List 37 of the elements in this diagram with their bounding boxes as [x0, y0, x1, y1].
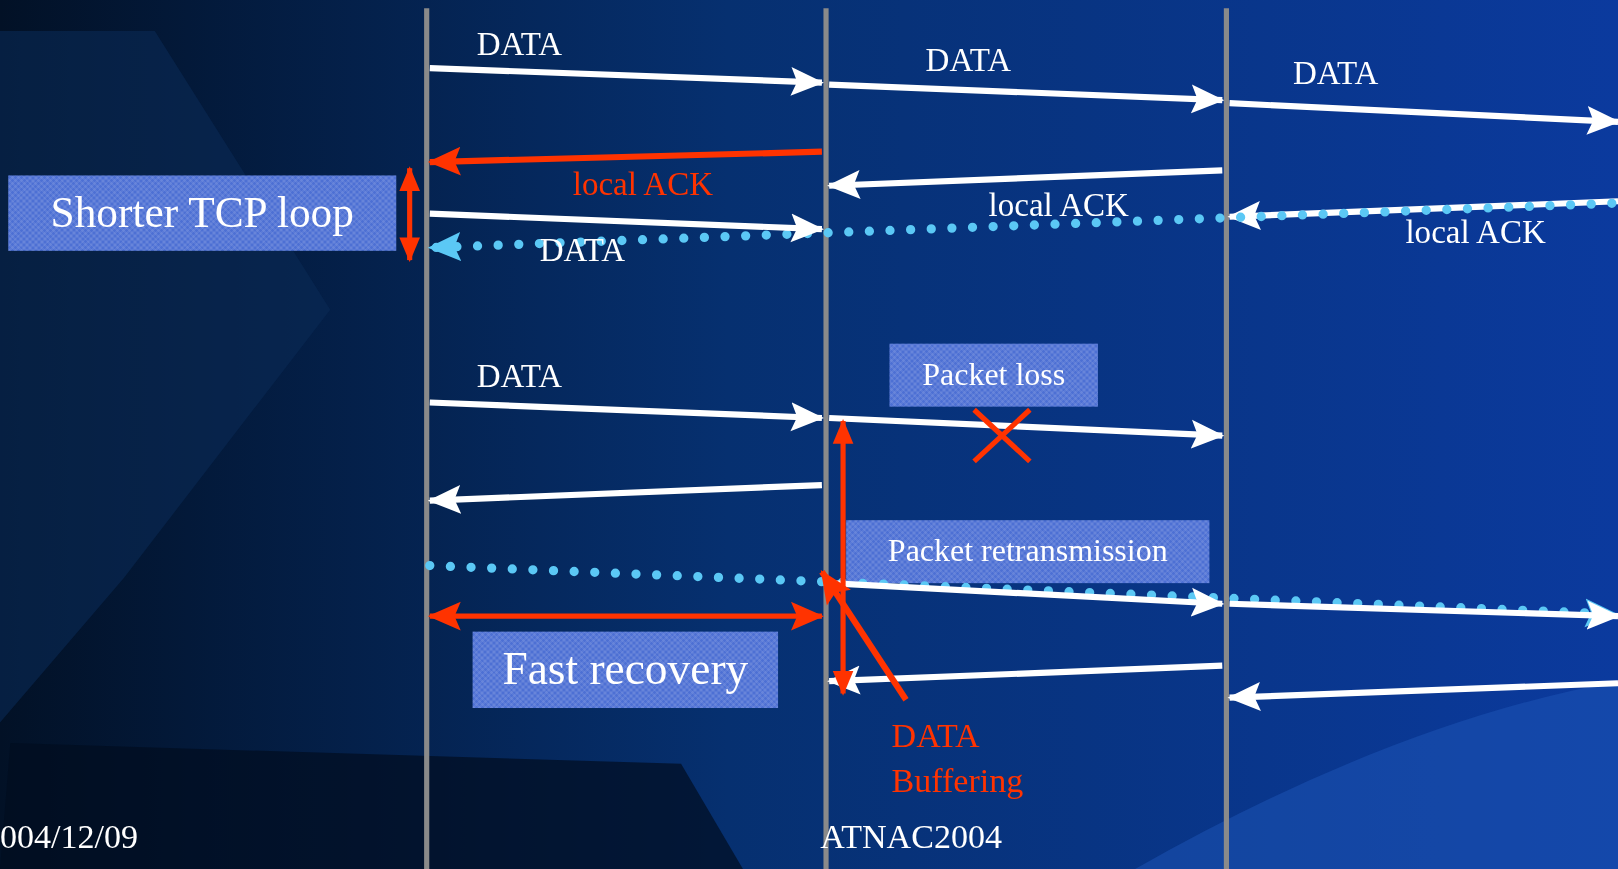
message-arrow — [429, 65, 824, 96]
label-box — [846, 520, 1210, 584]
message-arrow — [827, 662, 1223, 695]
message-arrow — [429, 210, 824, 243]
edge-label: DATA — [476, 26, 563, 60]
annotation-text: DATA Buffering — [891, 716, 1025, 801]
label-box — [472, 631, 779, 708]
label-box — [889, 343, 1098, 407]
footer-text: ATNAC2004 — [820, 820, 1002, 855]
message-arrow — [427, 482, 823, 514]
leader-arrow — [819, 570, 909, 702]
box-label: Shorter TCP loop — [50, 188, 354, 239]
edge-label: local ACK — [1405, 214, 1546, 248]
edge-label: DATA — [1292, 55, 1379, 89]
footer-text: 004/12/09 — [0, 820, 139, 855]
message-arrow — [829, 81, 1225, 114]
message-arrow — [429, 399, 824, 432]
message-arrow — [425, 198, 1617, 261]
lifeline — [1223, 8, 1229, 869]
box-label: Fast recovery — [502, 643, 749, 697]
message-arrow — [427, 601, 824, 631]
edge-label: DATA — [925, 43, 1011, 77]
edge-label: local ACK — [988, 187, 1129, 221]
message-arrow — [1229, 100, 1618, 135]
lifeline — [423, 8, 429, 869]
edge-label: DATA — [476, 359, 563, 393]
label-box — [8, 175, 397, 251]
box-label: Packet retransmission — [887, 531, 1168, 572]
edge-label: DATA — [539, 233, 626, 267]
message-arrow — [1229, 600, 1618, 630]
message-arrow — [829, 414, 1225, 449]
edge-label: local ACK — [572, 167, 714, 201]
message-arrow — [1227, 198, 1618, 230]
message-arrow — [827, 167, 1223, 199]
message-arrow — [1227, 680, 1618, 711]
message-arrow — [425, 560, 1618, 628]
box-label: Packet loss — [922, 355, 1066, 395]
